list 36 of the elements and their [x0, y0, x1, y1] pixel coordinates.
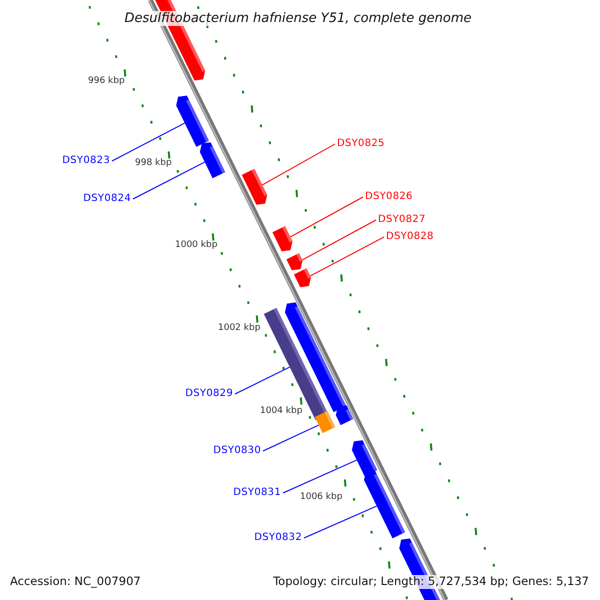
- gene-block: [242, 168, 268, 205]
- scale-label: 1006 kbp: [300, 492, 342, 502]
- gene-block: [336, 405, 354, 426]
- gene-label: DSY0832: [254, 533, 302, 543]
- leader-line: [262, 144, 336, 186]
- gene-block: [286, 253, 302, 270]
- footer-text: Accession: NC_007907: [8, 575, 143, 589]
- scale-label: 1000 kbp: [175, 240, 218, 250]
- scale-label: 1002 kbp: [218, 324, 260, 332]
- leader-line: [262, 424, 320, 452]
- leader-line: [132, 162, 206, 200]
- gene-label: DSY0827: [378, 215, 426, 225]
- gene-block: [364, 470, 406, 538]
- scale-label: 998 kbp: [135, 158, 172, 168]
- footer-text: Topology: circular; Length: 5,727,534 bp; Genes: 5,137: [271, 575, 591, 589]
- leader-line: [310, 236, 384, 276]
- leader-line: [112, 122, 186, 162]
- gene-block: [200, 142, 226, 178]
- gene-label: DSY0831: [233, 488, 281, 498]
- scale-label: 1004 kbp: [260, 406, 302, 416]
- gene-label: DSY0824: [83, 194, 131, 204]
- gene-block: [272, 226, 292, 252]
- gene-label: DSY0828: [386, 232, 434, 242]
- leader-line: [290, 196, 364, 238]
- gene-block: [176, 96, 209, 147]
- scale-label: 996 kbp: [88, 76, 125, 86]
- gene-block: [294, 268, 311, 288]
- gene-label: DSY0830: [213, 446, 261, 456]
- gene-label: DSY0826: [365, 192, 413, 202]
- leader-line: [282, 460, 358, 494]
- leader-line: [234, 366, 290, 394]
- gene-label: DSY0823: [62, 156, 110, 166]
- gene-label: DSY0825: [337, 139, 385, 149]
- leader-line: [302, 220, 376, 260]
- leader-line: [304, 506, 378, 538]
- gene-label: DSY0829: [185, 389, 233, 399]
